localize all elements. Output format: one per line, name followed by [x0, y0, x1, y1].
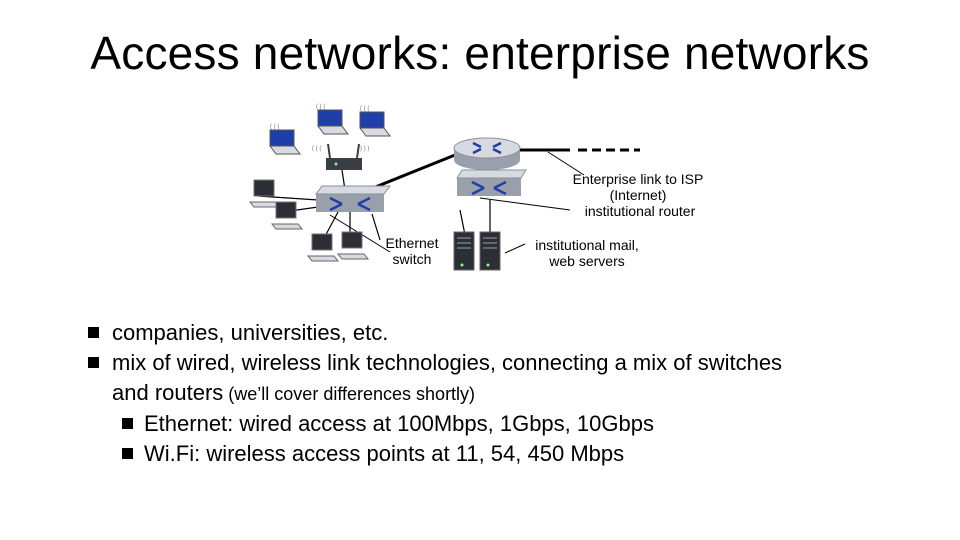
bullet-text-continued: and routers: [112, 380, 224, 405]
bullet-text: mix of wired, wireless link technologies…: [112, 350, 783, 375]
isp-link-label: Enterprise link to ISP (Internet): [572, 171, 704, 203]
bullet-marker: [88, 327, 99, 338]
sub-bullet-text: Ethernet: wired access at 100Mbps, 1Gbps…: [144, 411, 654, 436]
sub-bullet-marker: [122, 418, 133, 429]
sub-bullet-item: Ethernet: wired access at 100Mbps, 1Gbps…: [88, 409, 928, 439]
bullet-item: mix of wired, wireless link technologies…: [88, 348, 928, 409]
ethernet-switch-icon: [315, 185, 391, 212]
sub-bullet-item: Wi.Fi: wireless access points at 11, 54,…: [88, 439, 928, 469]
svg-text:) ) ): ) ) ): [360, 146, 369, 152]
slide-title: Access networks: enterprise networks: [90, 27, 870, 79]
servers-label-line1: institutional mail,: [535, 237, 639, 253]
isp-link-pointer: [547, 151, 585, 176]
server-icons: [453, 231, 501, 271]
svg-text:( ( (: ( ( (: [270, 124, 279, 130]
bullet-item: companies, universities, etc.: [88, 318, 928, 348]
laptop-icons: [269, 109, 391, 155]
ethernet-switch-label: Ethernet switch: [372, 235, 452, 267]
svg-text:( ( (: ( ( (: [360, 106, 369, 112]
wifi-wave-marks: ( ( ( ( ( ( ( ( ( ( ( ( ) ) ): [270, 104, 369, 152]
servers-label: institutional mail, web servers: [517, 237, 657, 269]
sub-bullet-text: Wi.Fi: wireless access points at 11, 54,…: [144, 441, 625, 466]
bullet-text: companies, universities, etc.: [112, 320, 389, 345]
institutional-router-icon: [456, 169, 527, 196]
router-pointer: [479, 197, 571, 211]
sub-bullet-marker: [122, 448, 133, 459]
ethernet-switch-label-line1: Ethernet: [385, 235, 439, 251]
servers-label-line2: web servers: [549, 253, 625, 269]
edge-router-icon: [453, 137, 521, 170]
bullet-list: companies, universities, etc. mix of wir…: [88, 318, 928, 469]
bullet-note: (we’ll cover differences shortly): [223, 384, 476, 404]
svg-text:( ( (: ( ( (: [316, 104, 325, 110]
servers-pointer: [504, 243, 526, 254]
bullet-marker: [88, 357, 99, 368]
svg-text:( ( (: ( ( (: [312, 146, 321, 152]
wireless-access-point-icon: [326, 143, 362, 170]
desktop-pc-icons: [248, 179, 370, 262]
ethernet-switch-label-line2: switch: [392, 251, 432, 267]
institutional-router-label: institutional router: [584, 203, 696, 219]
switch-router-link: [367, 153, 456, 192]
